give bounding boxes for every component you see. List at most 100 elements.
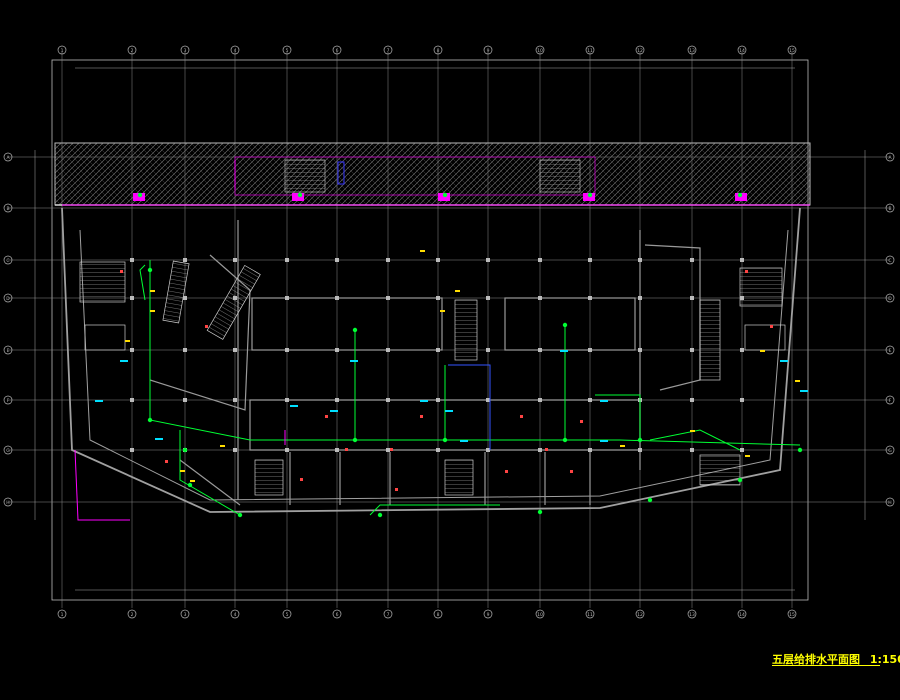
column <box>740 398 744 402</box>
fire-mark <box>445 410 453 412</box>
room-mark <box>770 325 773 328</box>
grid-bubble-row <box>3 152 13 162</box>
grid-label-col: 13 <box>689 48 695 54</box>
column <box>588 398 592 402</box>
grid-label-row: B <box>6 206 9 212</box>
grid-bubble-col <box>332 45 342 55</box>
grid-label-row: A <box>888 155 892 161</box>
column <box>538 348 542 352</box>
fire-mark <box>420 400 428 402</box>
column <box>690 398 694 402</box>
column <box>486 398 490 402</box>
grid-label-row: A <box>6 155 10 161</box>
column <box>335 296 339 300</box>
column <box>233 258 237 262</box>
room-mark <box>545 448 548 451</box>
grid-bubble-row <box>885 255 895 265</box>
grid-label-col: 5 <box>286 612 289 618</box>
column <box>233 398 237 402</box>
fire-mark <box>460 440 468 442</box>
fire-mark <box>600 400 608 402</box>
stair-cores <box>79 260 786 496</box>
riser <box>352 327 358 333</box>
grid-bubble-col <box>483 609 493 619</box>
drawing-scale: 1:150 <box>869 653 900 666</box>
fire-annotation-marks <box>95 350 808 442</box>
grid-label-col: 10 <box>537 612 543 618</box>
grid-label-col: 7 <box>387 612 390 618</box>
grid-label-col: 9 <box>487 612 490 618</box>
column <box>538 296 542 300</box>
riser <box>297 192 303 198</box>
room-mark <box>580 420 583 423</box>
column <box>436 448 440 452</box>
fire-mark <box>155 438 163 440</box>
column <box>690 348 694 352</box>
riser <box>147 417 153 423</box>
grid-bubble-col <box>282 45 292 55</box>
grid-label-col: 4 <box>234 612 237 618</box>
room-mark <box>570 470 573 473</box>
column <box>740 348 744 352</box>
grid-label-col: 7 <box>387 48 390 54</box>
grid-label-col: 11 <box>587 48 593 54</box>
grid-label-col: 10 <box>537 48 543 54</box>
riser <box>562 437 568 443</box>
riser <box>562 322 568 328</box>
column <box>486 296 490 300</box>
grid-bubble-col <box>180 45 190 55</box>
column <box>183 398 187 402</box>
equipment-mark <box>760 350 765 352</box>
room-mark <box>520 415 523 418</box>
grid-label-col: 13 <box>689 612 695 618</box>
grid-bubble-col <box>57 609 67 619</box>
grid-bubble-row <box>3 497 13 507</box>
grid-bubble-col <box>737 609 747 619</box>
room-mark <box>420 415 423 418</box>
column <box>183 258 187 262</box>
grid-bubble-col <box>433 609 443 619</box>
riser <box>352 437 358 443</box>
grid-bubble-col <box>535 45 545 55</box>
column <box>183 348 187 352</box>
drawing-frame <box>51 59 809 601</box>
riser <box>377 512 383 518</box>
column <box>740 258 744 262</box>
grid-bubble-row <box>3 255 13 265</box>
equipment-mark <box>150 310 155 312</box>
column <box>690 258 694 262</box>
column <box>233 296 237 300</box>
column <box>486 348 490 352</box>
grid-bubble-col <box>787 45 797 55</box>
grid-bubble-col <box>230 45 240 55</box>
riser <box>137 192 143 198</box>
riser <box>187 482 193 488</box>
interior-walls <box>149 220 701 506</box>
grid-label-col: 15 <box>789 612 795 618</box>
riser <box>442 437 448 443</box>
riser <box>147 267 153 273</box>
grid-label-row: E <box>7 348 10 354</box>
grid-bubble-col <box>57 45 67 55</box>
equipment-annotation-marks <box>125 250 800 482</box>
grid-bubble-col <box>585 45 595 55</box>
column <box>130 398 134 402</box>
column <box>436 296 440 300</box>
room-mark <box>120 270 123 273</box>
grid-bubble-col <box>687 45 697 55</box>
grid-label-col: 2 <box>131 48 134 54</box>
roof-hatched-zone <box>54 142 811 206</box>
column <box>233 448 237 452</box>
column <box>638 296 642 300</box>
equipment-mark <box>190 480 195 482</box>
grid-label-col: 4 <box>234 48 237 54</box>
grid-bubble-col <box>282 609 292 619</box>
column <box>740 448 744 452</box>
drain-pipes <box>62 160 810 521</box>
column <box>588 296 592 300</box>
grid-label-row: D <box>888 296 892 302</box>
column <box>486 258 490 262</box>
column <box>436 348 440 352</box>
column <box>335 258 339 262</box>
